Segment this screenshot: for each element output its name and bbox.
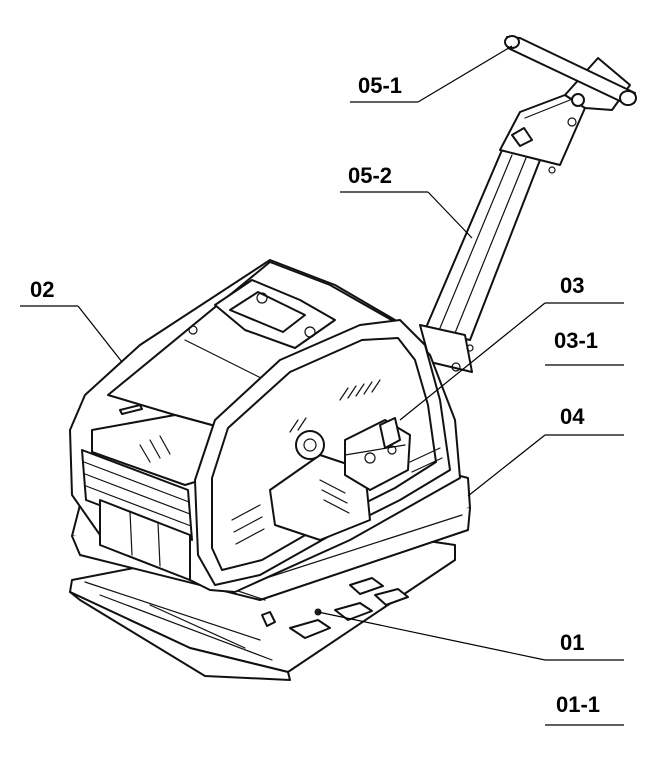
callout-01: 01 [560,630,584,655]
callout-03-1: 03-1 [554,328,598,353]
handle-assembly [419,35,637,373]
callout-01-1: 01-1 [556,692,600,717]
callout-04: 04 [560,404,585,429]
callout-03: 03 [560,273,584,298]
callout-05-2: 05-2 [348,163,392,188]
callout-05-1: 05-1 [358,73,402,98]
callout-02: 02 [30,277,54,302]
engine-cover [69,259,461,593]
leader-lines [20,45,624,726]
